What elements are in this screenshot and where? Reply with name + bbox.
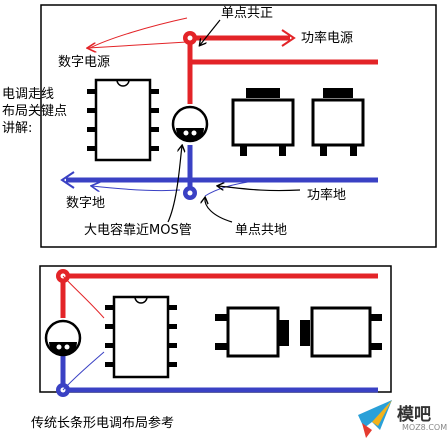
ground-pointer [205, 198, 233, 223]
single-point-positive-label: 单点共正 [221, 6, 274, 21]
logo-text: 模吧 [397, 405, 431, 425]
power-supply-label: 功率电源 [301, 31, 354, 46]
bottom-ground-rail [60, 352, 378, 393]
power-supply-arrow [281, 29, 296, 47]
cap-near-mos-label: 大电容靠近MOS管 [84, 223, 192, 238]
logo-icon [358, 400, 392, 438]
single-point-ground-label: 单点共地 [235, 223, 288, 238]
digital-supply-curve [89, 17, 188, 49]
side-annotation: 电调走线 布局关键点 讲解: [2, 86, 67, 137]
digital-supply-label: 数字电源 [58, 55, 111, 70]
bottom-caption: 传统长条形电调布局参考 [31, 416, 175, 431]
ic-chip-icon [94, 78, 152, 162]
logo-url: MOZ8.COM [402, 423, 447, 432]
bottom-mosfet-icon [226, 306, 372, 358]
positive-pointer [200, 19, 221, 45]
side-annotation-line2: 布局关键点 [2, 104, 68, 119]
mosfet-icon [231, 98, 365, 147]
side-annotation-line3: 讲解: [2, 121, 33, 136]
power-ground-curve [204, 177, 301, 197]
digital-ground-arrow [60, 171, 75, 189]
side-annotation-line1: 电调走线 [2, 87, 55, 102]
power-ground-label: 功率地 [307, 188, 347, 203]
ic-pins-icon [87, 89, 159, 151]
capacitor-icon [171, 105, 209, 143]
bottom-ic-chip-icon [112, 295, 170, 379]
digital-ground-label: 数字地 [66, 196, 106, 211]
bottom-capacitor-icon [44, 319, 82, 357]
cap-pointer [167, 146, 182, 223]
power-ground-pointer [218, 186, 301, 192]
ground-rail [66, 145, 378, 194]
top-board-outline [40, 4, 437, 248]
